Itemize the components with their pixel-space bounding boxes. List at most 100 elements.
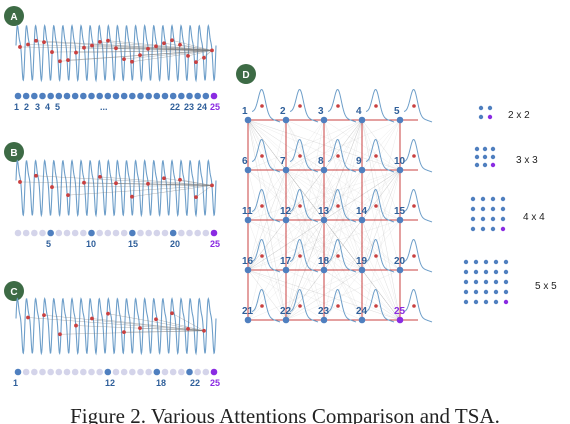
attention-line <box>43 314 205 332</box>
attention-line <box>27 44 213 51</box>
grid-cell-attention-point <box>374 204 378 208</box>
grid-node <box>396 266 404 274</box>
panel-b-label-25: 25 <box>210 239 220 249</box>
legend-dot <box>473 279 479 285</box>
attention-line <box>75 50 213 53</box>
grid-cell-signal <box>327 288 357 323</box>
token-node <box>137 229 144 237</box>
attention-point <box>154 317 158 322</box>
attention-point <box>106 311 110 316</box>
legend-dot <box>503 299 509 305</box>
grid-node <box>320 266 328 274</box>
grid-node-label: 3 <box>318 106 324 117</box>
legend-dot <box>490 216 496 222</box>
grid-node-label: 1 <box>242 106 248 117</box>
legend-label-2x2: 2 x 2 <box>508 110 530 121</box>
grid-node <box>358 166 366 174</box>
token-node <box>186 229 193 237</box>
legend-dot <box>480 206 486 212</box>
grid-cell-attention-point <box>412 304 416 308</box>
grid-cell-attention-point <box>260 254 264 258</box>
grid-node <box>320 216 328 224</box>
attention-line <box>155 319 205 331</box>
panel-a-label-3: 3 <box>35 102 40 112</box>
token-node <box>104 229 112 237</box>
token-node <box>202 229 210 237</box>
token-node <box>129 92 136 100</box>
panel-a-label-1: 1 <box>14 102 19 112</box>
grid-cell-signal <box>365 238 395 273</box>
panel-a-label-25: 25 <box>210 102 220 112</box>
grid-cell-attention-point <box>260 304 264 308</box>
legend-dot <box>503 269 509 275</box>
grid-cell-attention-point <box>374 104 378 108</box>
grid-node <box>282 316 290 324</box>
legend-dot <box>482 162 488 168</box>
attention-line <box>163 178 213 186</box>
grid-attention-line <box>247 119 363 171</box>
token-node <box>161 368 169 376</box>
token-node <box>63 229 71 237</box>
token-node <box>210 92 218 100</box>
grid-attention-line <box>361 269 401 321</box>
token-node <box>96 368 103 376</box>
grid-node-label: 16 <box>242 256 254 267</box>
grid-cell-attention-point <box>298 254 302 258</box>
token-node <box>112 229 120 237</box>
legend-dot <box>482 146 488 152</box>
legend-dot <box>470 196 476 202</box>
grid-node-label: 6 <box>242 156 248 167</box>
legend-dot <box>493 259 499 265</box>
grid-node-label: 17 <box>280 256 292 267</box>
legend-dot <box>483 269 489 275</box>
grid-cell-signal <box>327 88 357 123</box>
grid-attention-line <box>323 269 363 321</box>
legend-dot <box>483 279 489 285</box>
grid-cell-signal <box>289 238 319 273</box>
token-node <box>186 368 193 376</box>
grid-cell-signal <box>403 238 433 273</box>
attention-line <box>131 185 213 197</box>
panel-b-label-15: 15 <box>128 239 138 249</box>
grid-node-label: 12 <box>280 206 292 217</box>
token-node <box>129 229 136 237</box>
grid-cell-signal <box>289 188 319 223</box>
attention-line <box>155 46 213 51</box>
attention-point <box>42 40 46 45</box>
token-node <box>14 368 22 376</box>
grid-node <box>396 316 404 324</box>
panel-c-token-row <box>14 368 218 376</box>
panel-a-badge <box>4 6 24 26</box>
legend-dot <box>490 206 496 212</box>
panel-a-badge-label: A <box>10 12 17 23</box>
token-node <box>71 229 79 237</box>
grid-attention-line <box>247 269 287 321</box>
grid-cell-attention-point <box>374 154 378 158</box>
signal-path <box>15 296 217 356</box>
grid-node-label: 15 <box>394 206 406 217</box>
grid-cell-signal <box>403 188 433 223</box>
grid-cell-signal <box>365 288 395 323</box>
grid-node <box>282 266 290 274</box>
grid-node-label: 25 <box>394 306 406 317</box>
token-node <box>47 368 54 376</box>
attention-line <box>139 50 213 56</box>
token-node <box>153 92 161 100</box>
legend-dot <box>482 154 488 160</box>
attention-point <box>34 38 38 43</box>
grid-node <box>244 266 252 274</box>
grid-node <box>282 166 290 174</box>
legend-dot <box>490 146 496 152</box>
grid-node <box>244 116 252 124</box>
legend-dot <box>473 259 479 265</box>
attention-point <box>66 193 70 198</box>
legend-dot <box>493 299 499 305</box>
attention-point <box>114 181 118 186</box>
attention-point <box>194 60 198 65</box>
panel-a-label-24: 24 <box>197 102 207 112</box>
grid-node-label: 22 <box>280 306 292 317</box>
token-node <box>88 229 95 237</box>
attention-point <box>154 44 158 49</box>
token-node <box>120 92 128 100</box>
